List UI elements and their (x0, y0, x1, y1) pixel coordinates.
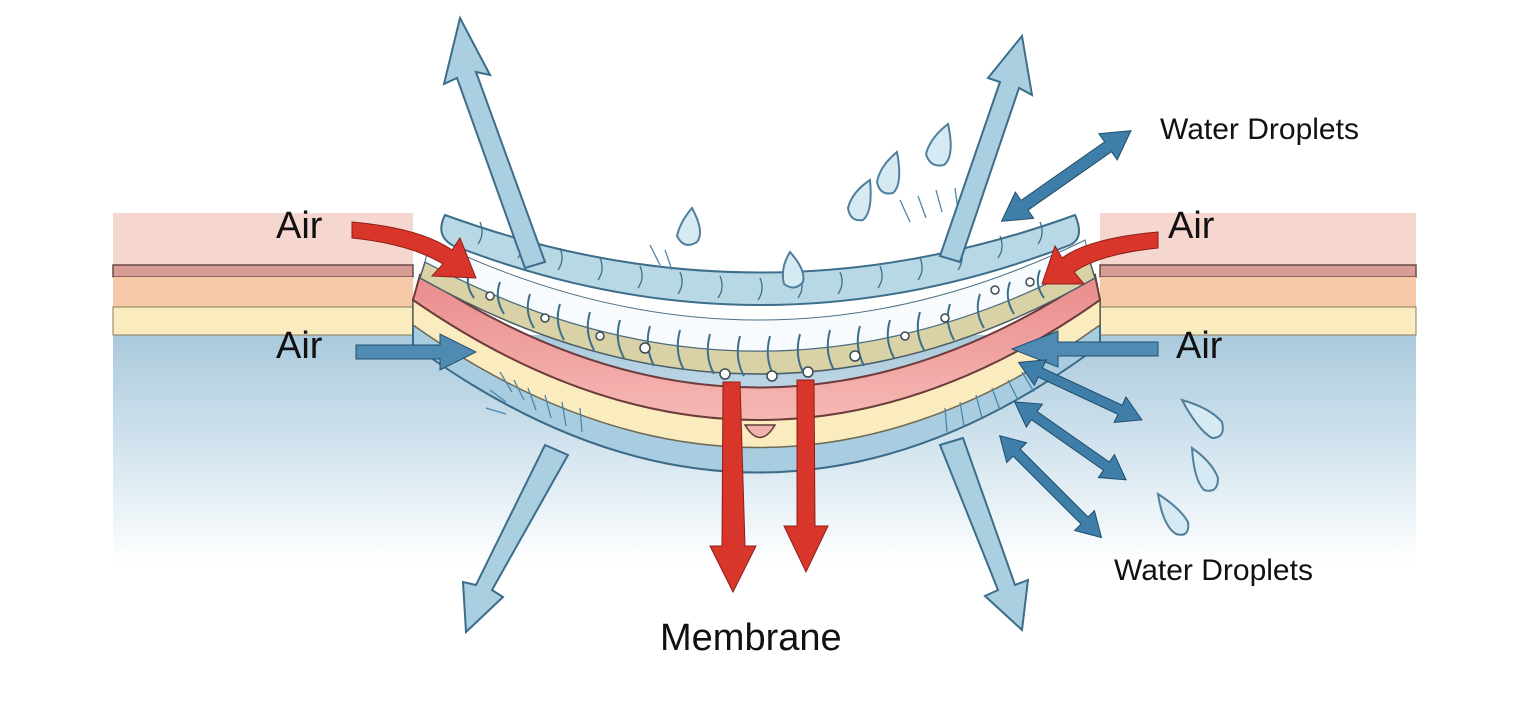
water-droplet-icon (675, 206, 702, 246)
arrow-icon (938, 33, 1034, 264)
arrow-icon (709, 381, 757, 594)
double-arrow-icon (1000, 130, 1132, 222)
air-label-bottom-left: Air (276, 325, 323, 367)
arrow-icon (783, 379, 829, 574)
arrow-icon (1010, 330, 1159, 368)
red-air-arrows (351, 221, 1159, 594)
water-droplet-icon (924, 122, 952, 167)
water-double-arrows (998, 130, 1143, 539)
water-droplet-icon (1190, 445, 1220, 492)
arrow-icon (1041, 231, 1159, 285)
air-label-top-left: Air (276, 205, 323, 247)
water-droplets (675, 122, 1224, 536)
double-arrow-icon (1017, 359, 1143, 424)
double-arrow-icon (938, 436, 1030, 633)
membrane-label: Membrane (660, 617, 842, 659)
water-droplet-icon (1180, 398, 1224, 440)
membrane-nodes (485, 277, 1035, 382)
double-arrow-icon (998, 434, 1103, 539)
air-label-top-right: Air (1168, 205, 1215, 247)
right-layers (1099, 213, 1417, 336)
blue-air-arrows (355, 330, 1159, 371)
water-droplets-label-bottom: Water Droplets (1114, 554, 1313, 587)
air-label-bottom-right: Air (1176, 325, 1223, 367)
upper-tube (440, 213, 1080, 306)
water-droplet-icon (781, 250, 805, 289)
arrow-icon (355, 333, 478, 371)
hatch-marks (485, 187, 1035, 433)
double-arrow-icon (1013, 401, 1127, 481)
water-droplet-icon (1156, 491, 1190, 536)
membrane-pore (743, 424, 777, 439)
water-droplets-label-top: Water Droplets (1160, 113, 1359, 146)
arrow-icon (442, 15, 547, 270)
arrow-icon (351, 221, 477, 279)
water-droplet-icon (875, 150, 901, 195)
water-droplet-icon (846, 178, 872, 222)
light-blue-flow-arrows (442, 15, 1034, 635)
membrane-core (411, 273, 1102, 421)
double-arrow-icon (461, 443, 570, 635)
